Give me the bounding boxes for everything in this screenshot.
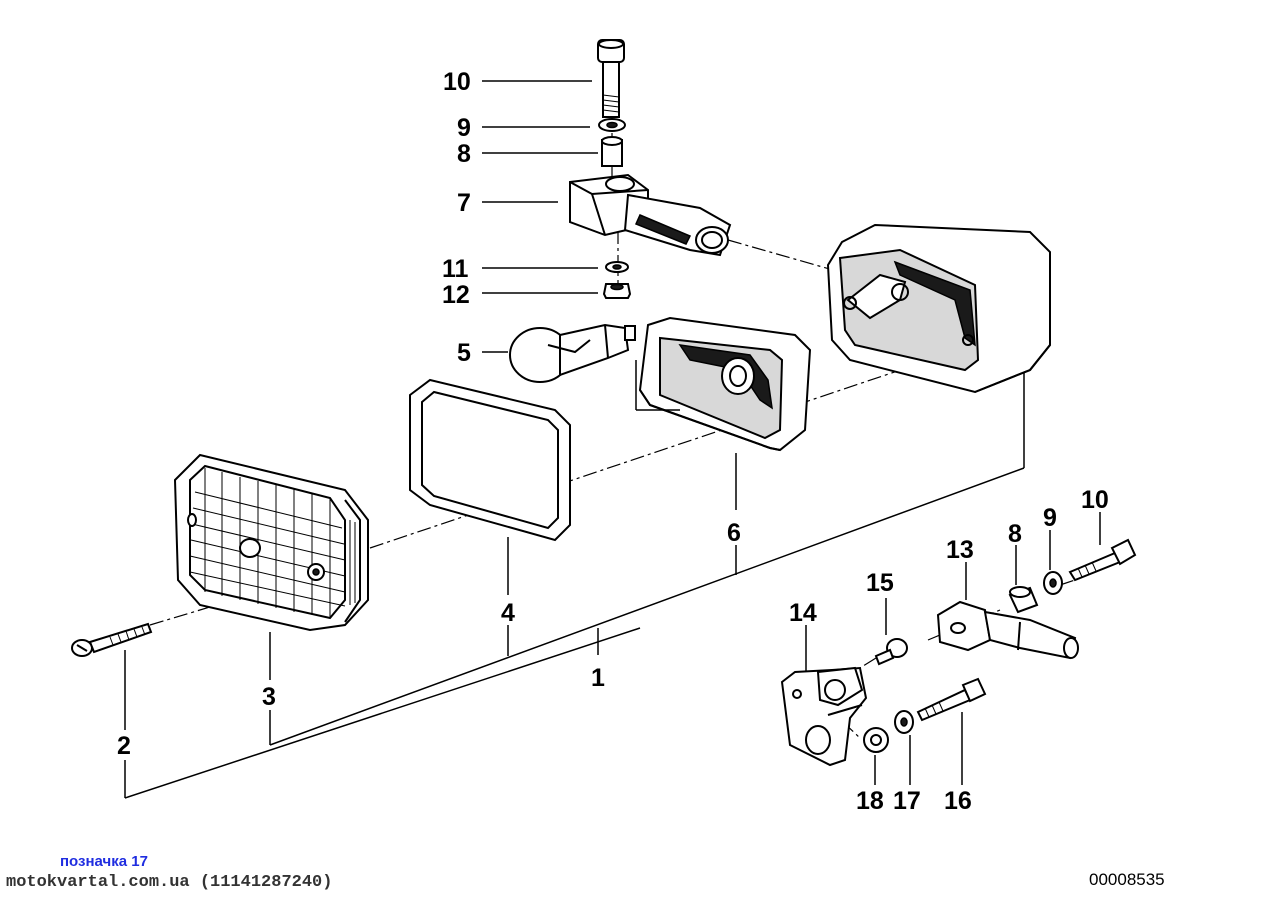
part-17-washer [894,710,914,734]
part-13-stem-right [936,600,1079,660]
callout-8-right: 8 [1008,520,1022,548]
callout-9-right: 9 [1043,504,1057,532]
callout-9-top: 9 [457,114,471,142]
callout-14: 14 [789,599,817,627]
part-6-reflector [635,316,812,452]
part-9-washer-top [598,118,626,132]
part-3-lens [173,453,369,632]
callout-7: 7 [457,189,471,217]
callout-10-right: 10 [1081,486,1109,514]
part-5-bulb [509,323,636,383]
part-12-nut [602,283,632,299]
callout-12: 12 [442,281,470,309]
part-2-screw [71,622,153,657]
part-8-spacer-right [1008,586,1039,614]
part-16-bolt [916,677,987,722]
callout-13: 13 [946,536,974,564]
leader-lines [124,80,1101,799]
part-14-bracket [780,666,868,767]
part-7-stem [569,173,732,257]
label-note: позначка 17 [60,853,148,870]
callout-15: 15 [866,569,894,597]
part-8-spacer-top [601,136,623,167]
callout-11: 11 [442,255,469,283]
callout-3: 3 [262,683,276,711]
part-11-lockwasher [605,261,629,273]
callout-2: 2 [117,732,131,760]
part-15-screw [874,638,908,666]
part-10-bolt-top [597,39,625,118]
diagram-number: 00008535 [1089,870,1165,889]
callout-18: 18 [856,787,884,815]
part-18-nut [863,727,889,753]
callout-16: 16 [944,787,972,815]
callout-8-top: 8 [457,140,471,168]
callout-1: 1 [591,664,605,692]
callouts: 10 9 8 7 11 12 5 6 4 3 2 1 13 8 9 10 15 … [117,68,1109,815]
part-9-washer-right [1043,571,1063,595]
part-10-bolt-right [1068,538,1137,582]
callout-4: 4 [501,599,515,627]
part-4-gasket [409,378,571,542]
watermark-text: motokvartal.com.ua (11141287240) [6,873,333,892]
part-1-housing [826,223,1051,394]
callout-17: 17 [893,787,921,815]
callout-10-top: 10 [443,68,471,96]
callout-5: 5 [457,339,471,367]
callout-6: 6 [727,519,741,547]
